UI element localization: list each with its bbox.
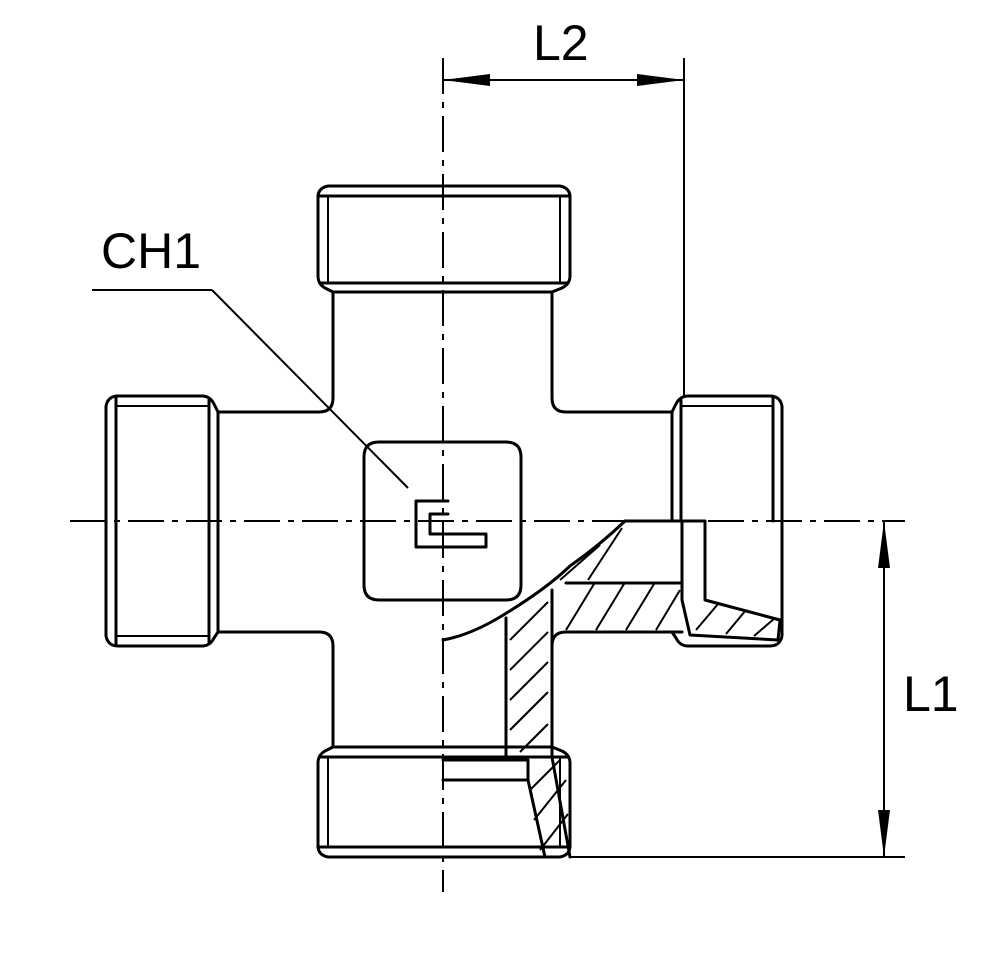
top-threaded-end — [316, 184, 572, 294]
bottom-threaded-end — [316, 745, 572, 859]
right-threaded-end — [670, 394, 784, 648]
left-end-outline — [104, 394, 220, 648]
section-cut — [441, 519, 782, 859]
l2-arrow-left — [443, 74, 490, 86]
l1-arrow-bottom — [878, 810, 890, 857]
stamp-mark-icon — [414, 499, 488, 549]
dimension-l2: L2 — [443, 15, 685, 396]
wrench-flat — [362, 440, 523, 602]
hatching — [509, 527, 776, 851]
ch1-label: CH1 — [101, 223, 201, 279]
l1-label: L1 — [903, 666, 959, 722]
bore-horizontal — [623, 519, 782, 642]
center-lines — [70, 58, 905, 892]
body-outline-left-bottom — [216, 630, 335, 749]
fitting-body — [216, 290, 674, 749]
body-outline-right-top — [550, 290, 674, 414]
leader-ch1: CH1 — [92, 223, 409, 489]
bore-bottom — [441, 755, 572, 859]
right-end-outline — [670, 394, 784, 648]
l1-arrow-top — [878, 521, 890, 568]
body-outline-right-bottom — [550, 630, 674, 749]
dimension-l1: L1 — [570, 521, 959, 858]
bore-vertical — [504, 588, 554, 759]
ch1-leader-line — [211, 289, 409, 489]
left-threaded-end — [104, 394, 220, 648]
wrench-flat-outline — [362, 440, 523, 602]
bore-outline — [441, 519, 627, 642]
l2-arrow-right — [637, 74, 684, 86]
l2-label: L2 — [533, 15, 589, 71]
